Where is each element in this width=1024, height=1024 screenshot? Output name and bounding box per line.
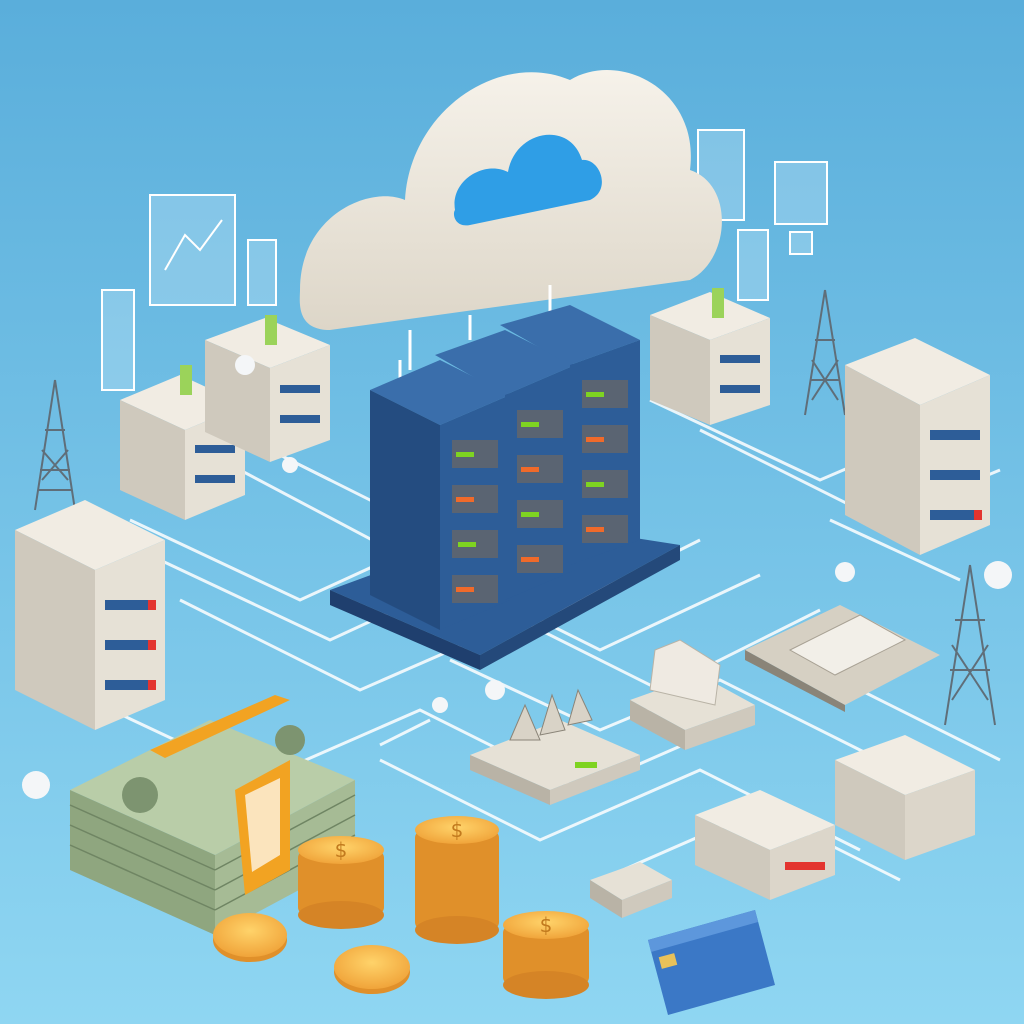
transmission-tower-icon xyxy=(804,289,846,416)
transmission-tower-icon xyxy=(944,564,996,726)
connector-nodes xyxy=(22,355,1012,799)
server-stack-icon xyxy=(205,315,330,462)
server-stack-icon xyxy=(650,288,770,425)
server-stack-icon xyxy=(695,790,835,900)
hologram-chart-icon xyxy=(101,194,277,391)
router-icon xyxy=(470,688,640,805)
cloud-icon xyxy=(299,70,722,331)
server-stack-icon xyxy=(835,735,975,860)
coin-icon xyxy=(334,945,410,994)
transmission-tower-icon xyxy=(34,379,76,511)
server-rack-icon xyxy=(435,330,575,600)
card-reader-icon xyxy=(630,639,755,750)
svg-text:$: $ xyxy=(540,913,553,937)
coin-stack-icon: $ xyxy=(503,911,589,999)
coin-stack-icon: $ xyxy=(415,816,499,944)
server-rack-icon xyxy=(370,360,510,630)
server-stack-icon xyxy=(845,338,990,555)
coin-icon xyxy=(213,913,287,962)
svg-text:$: $ xyxy=(451,818,464,842)
server-stack-icon xyxy=(120,365,245,520)
server-rack-icon xyxy=(500,305,640,565)
keyboard-icon xyxy=(745,605,940,712)
credit-card-icon xyxy=(648,910,775,1015)
svg-text:$: $ xyxy=(335,838,348,862)
card-reader-icon xyxy=(590,862,672,918)
coin-stack-icon: $ xyxy=(298,836,384,929)
cash-stack-icon xyxy=(69,695,356,935)
server-stack-icon xyxy=(15,500,165,730)
